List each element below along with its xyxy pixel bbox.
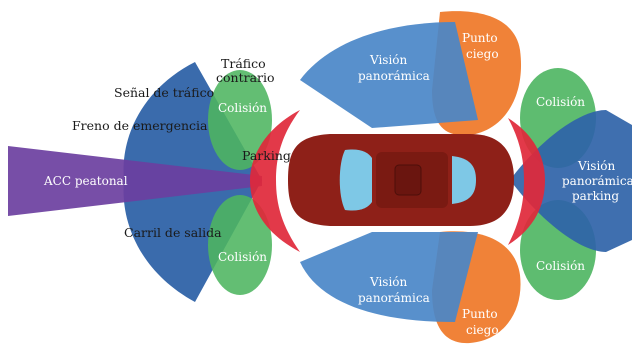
collision-zone-front-top xyxy=(208,70,272,170)
car-rear-window xyxy=(452,156,476,204)
label-emergency-brake: Freno de emergencia xyxy=(72,118,208,133)
parking-arc-rear xyxy=(508,118,545,245)
label-collision-front-top: Colisión xyxy=(218,101,267,115)
label-cross-traffic-1: Tráfico xyxy=(221,56,266,71)
label-acc-pedestrian: ACC peatonal xyxy=(43,174,128,188)
label-surround-bottom-2: panorámica xyxy=(358,291,430,305)
label-lane-departure: Carril de salida xyxy=(124,225,222,240)
rear-surround-view-zone xyxy=(510,110,632,252)
label-surround-top-2: panorámica xyxy=(358,69,430,83)
collision-zone-front-bottom xyxy=(208,195,272,295)
label-collision-front-bottom: Colisión xyxy=(218,250,267,264)
label-blind-spot-bottom-1: Punto xyxy=(462,307,498,321)
surround-view-zone-bottom xyxy=(300,232,478,322)
acc-pedestrian-zone xyxy=(8,146,262,216)
label-collision-rear-bottom: Colisión xyxy=(536,259,585,273)
parking-arc-front xyxy=(250,110,300,252)
car-sunroof xyxy=(394,164,422,196)
car-top-view xyxy=(288,134,514,226)
label-rear-view-3: parking xyxy=(572,189,619,203)
label-surround-top-1: Visión xyxy=(369,53,408,67)
label-blind-spot-bottom-2: ciego xyxy=(466,323,499,337)
label-collision-rear-top: Colisión xyxy=(536,95,585,109)
label-rear-view-1: Visión xyxy=(577,159,616,173)
label-cross-traffic-2: contrario xyxy=(216,70,275,85)
label-rear-view-2: panorámica xyxy=(562,174,634,188)
label-parking-front: Parking xyxy=(242,148,291,163)
label-traffic-sign: Señal de tráfico xyxy=(114,85,214,100)
label-blind-spot-top-1: Punto xyxy=(462,31,498,45)
label-surround-bottom-1: Visión xyxy=(369,275,408,289)
label-blind-spot-top-2: ciego xyxy=(466,47,499,61)
car-windshield xyxy=(339,149,372,211)
surround-view-zone-top xyxy=(300,22,478,128)
